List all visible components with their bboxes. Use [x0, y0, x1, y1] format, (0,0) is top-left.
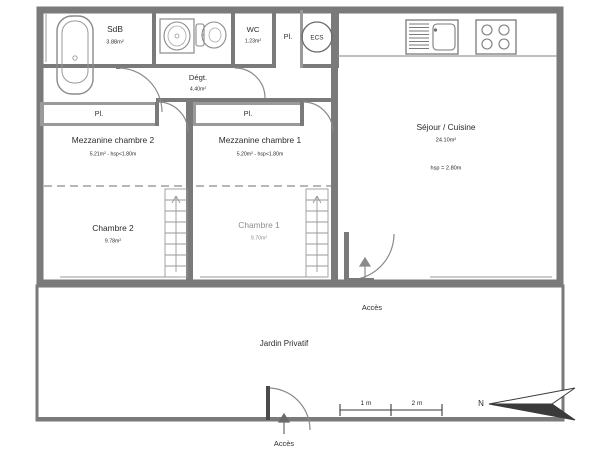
wall-wc-right: [272, 10, 276, 68]
wall-right: [557, 7, 563, 286]
label-jardin-privatif: Jardin Privatif: [260, 339, 309, 348]
door-mezz2: [157, 101, 189, 133]
label-chambre2-area: 9.78m²: [105, 238, 121, 244]
wall-between-bedrooms: [186, 102, 193, 286]
label-sejour-name: Séjour / Cuisine: [416, 122, 475, 132]
label-degt-area: 4.40m²: [190, 86, 206, 92]
label-pl-top: Pl.: [284, 32, 292, 41]
label-wc-area: 1.23m²: [245, 38, 261, 44]
cooktop-outline: [475, 19, 517, 55]
wall-pl-b2-top: [40, 102, 158, 105]
wall-ecs-bottom: [303, 64, 339, 68]
label-wc-name: WC: [247, 25, 260, 34]
label-mezz2-name: Mezzanine chambre 2: [72, 135, 155, 145]
label-sejour-hsp: hsp = 2.80m: [431, 165, 462, 171]
wall-wash-bottom: [156, 64, 235, 68]
garden-wall-bottom: [37, 417, 563, 420]
wall-pl-b1-left: [193, 102, 196, 126]
label-chambre2-name: Chambre 2: [92, 223, 134, 233]
bathtub-drain: [72, 55, 78, 61]
ecs-label: ECS: [310, 35, 323, 42]
compass-north-label: N: [478, 399, 484, 408]
wall-pl-b2-left: [40, 102, 44, 126]
ecs-circle: [301, 21, 333, 53]
washbasin-bowl-inner: [167, 25, 187, 47]
wall-wc-bottom: [235, 64, 276, 68]
bathtub-outer: [56, 15, 94, 95]
label-chambre1-name: Chambre 1: [238, 220, 280, 230]
garden-area: [35, 284, 565, 422]
label-sdb-area: 3.88m²: [106, 39, 124, 45]
wall-pl-b1-bottom: [193, 123, 303, 126]
label-mezz2-area: 5.21m² - hsp<1.80m: [90, 151, 137, 157]
ecs-symbol: ECS: [301, 21, 333, 53]
scale-label-2m: 2 m: [412, 400, 423, 407]
cooktop-icon: [475, 19, 517, 55]
sink-tap: [433, 28, 438, 32]
stair-up-arrow-2: [171, 195, 181, 272]
scale-label-1m: 1 m: [361, 400, 372, 407]
label-mezz1-area: 5.20m² - hsp<1.80m: [237, 151, 284, 157]
burner-2: [498, 24, 510, 36]
stair-up-arrow-1: [312, 195, 322, 272]
sink-drainboard: [409, 23, 429, 49]
compass-rose: N: [478, 387, 576, 421]
sill-sejour: [344, 278, 374, 283]
wall-wash-right: [231, 10, 235, 68]
door-jambs: [266, 232, 374, 420]
label-acces-exterior: Accès: [274, 439, 294, 448]
label-acces-interior: Accès: [362, 303, 382, 312]
toilet-bowl-inner: [208, 27, 222, 43]
bathtub-icon: [56, 15, 94, 95]
interior-partitions: [40, 10, 552, 286]
wall-pl-b2-bottom: [40, 123, 158, 126]
washbasin-counter: [159, 18, 195, 54]
label-degt-name: Dégt.: [189, 73, 207, 82]
burner-1: [481, 24, 493, 36]
wall-pl-b2-right: [155, 102, 159, 126]
compass-needle-lower: [488, 403, 576, 421]
label-chambre1-area: 9.70m²: [251, 235, 267, 241]
staircase-chambre2: [164, 188, 188, 278]
access-arrow-exterior: [277, 412, 291, 434]
label-mezz1-name: Mezzanine chambre 1: [219, 135, 302, 145]
wall-sdb-right: [152, 10, 156, 68]
door-sdb: [117, 67, 163, 113]
wall-bottom: [37, 280, 563, 286]
washbasin-drain: [174, 33, 180, 39]
room-labels: SdB 3.88m² WC 1.23m² Pl. Dégt. 4.40m² Pl…: [72, 24, 476, 244]
wall-sejour-left: [331, 10, 338, 286]
label-sejour-area: 24.10m²: [436, 137, 457, 143]
wall-pl-b1-top: [193, 102, 303, 105]
bathtub-inner: [61, 20, 89, 84]
access-arrow-interior: [358, 256, 372, 278]
wall-left: [37, 7, 43, 286]
kitchen-sink-icon: [405, 19, 459, 55]
door-wc: [234, 67, 266, 99]
washbasin-icon: [159, 18, 195, 54]
door-garden-access: [267, 387, 311, 431]
wall-pl-b1-right: [300, 102, 304, 126]
staircase-chambre1: [305, 188, 329, 278]
sink-basin: [432, 23, 456, 51]
wall-degt-bottom: [156, 98, 336, 102]
toilet-icon: [195, 21, 227, 49]
label-sdb-name: SdB: [107, 24, 123, 34]
label-pl-mezz1: Pl.: [244, 109, 252, 118]
washbasin-bowl: [163, 21, 191, 51]
jamb-garden: [266, 386, 270, 420]
sink-outline: [405, 19, 459, 55]
burner-3: [481, 38, 493, 50]
scale-bar: 1 m 2 m: [339, 400, 443, 416]
wall-sdb-bottom: [40, 64, 156, 68]
access-annotations: Accès Accès Jardin Privatif: [260, 256, 382, 448]
burner-4: [498, 38, 510, 50]
doors: [116, 67, 395, 431]
door-mezz1: [302, 101, 334, 133]
jamb-sejour: [344, 232, 349, 282]
label-pl-mezz2: Pl.: [95, 109, 103, 118]
